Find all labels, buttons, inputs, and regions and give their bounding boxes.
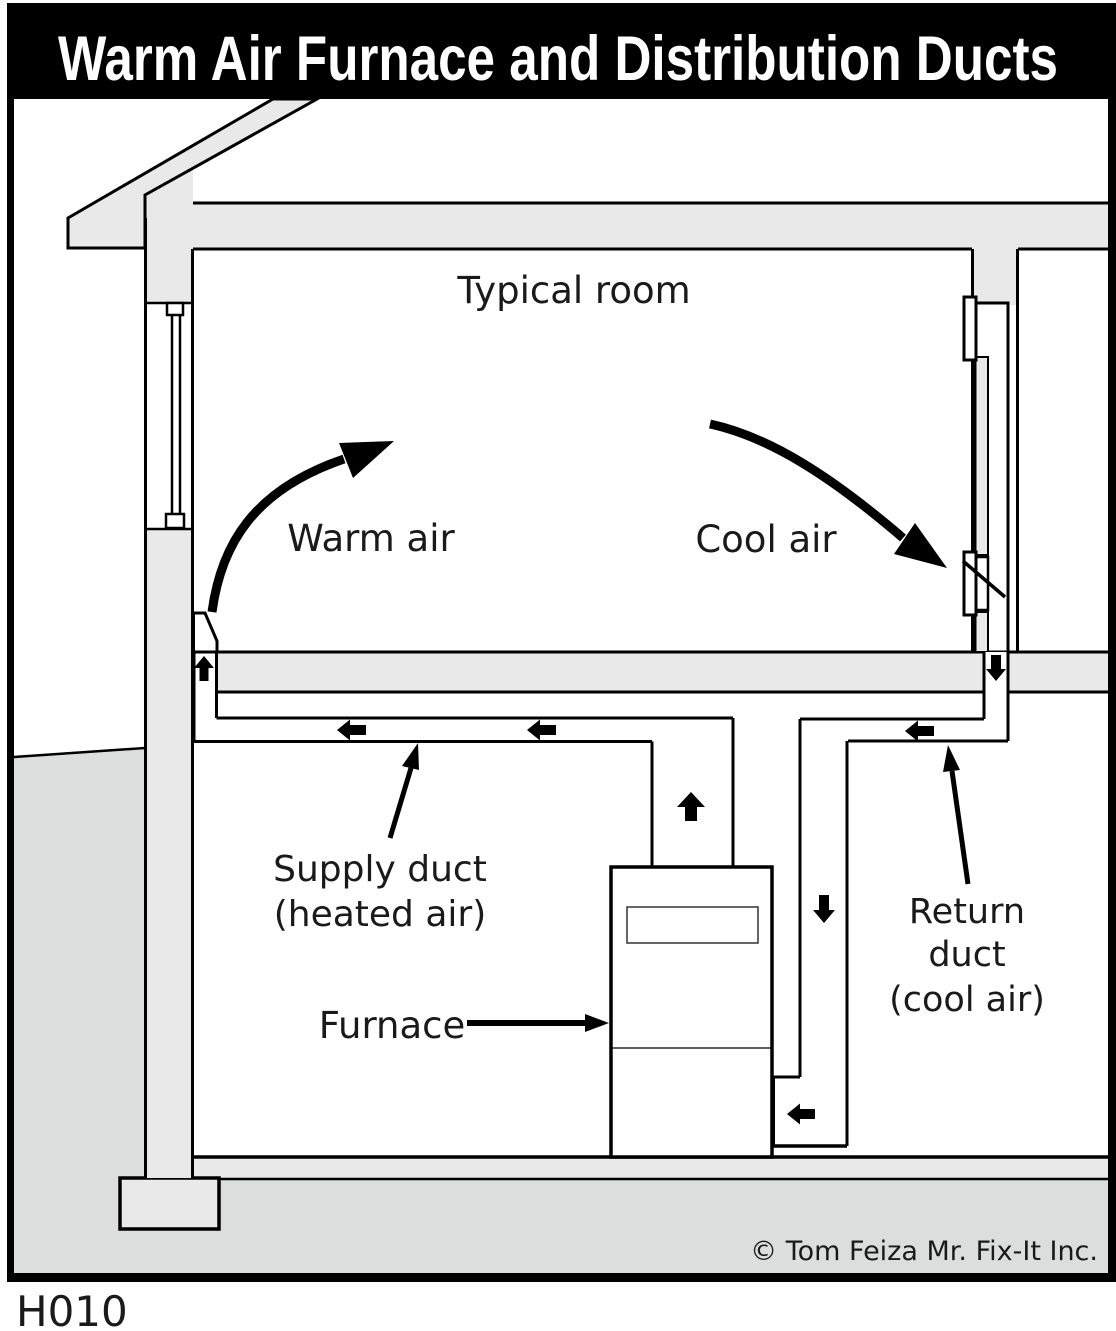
ground-earth [13,746,1108,1273]
diagram-id: H010 [16,1287,128,1331]
return-duct-system [771,652,1010,1148]
label-supply-duct-line1: Supply duct [273,849,487,890]
return-label-arrow [949,770,971,885]
label-furnace: Furnace [319,1004,466,1047]
cool-air-arrowhead [894,523,947,568]
window [145,301,192,531]
label-return-duct-line2: duct [928,935,1005,975]
arrow-up-riser [194,656,214,681]
furnace [609,865,774,1159]
furnace-panel [626,906,759,944]
arrow-left-supply [527,719,556,741]
credit-text: © Tom Feiza Mr. Fix-It Inc. [750,1236,1098,1267]
floor-register [192,611,219,654]
register-deflector [961,559,1007,599]
warm-air-flow-curve [207,454,346,613]
frame-border [7,99,1116,1282]
label-arrows [387,743,971,1032]
label-supply-duct-line2: (heated air) [274,894,487,935]
label-typical-room: Typical room [456,269,690,312]
arrow-left-furnace-inlet [787,1103,815,1125]
window-sill [164,512,186,530]
page-title: Warm Air Furnace and Distribution Ducts [58,24,1058,94]
cool-air-flow-curve [709,419,906,542]
wall-cavity-strip [974,356,989,556]
window-head [165,301,185,317]
warm-air-arrowhead [339,441,394,478]
airflow-arrows [194,419,1006,1125]
arrow-down-wall-duct [986,655,1006,681]
label-cool-air: Cool air [695,518,837,561]
floor-band [193,650,1108,694]
wall-cavity-strip [974,611,989,653]
label-return-duct-line3: (cool air) [889,980,1045,1020]
ceiling-band [147,201,1108,251]
arrow-left-return [905,720,934,742]
title-bar: Warm Air Furnace and Distribution Ducts [7,3,1116,99]
arrow-down-return [813,895,835,923]
label-warm-air: Warm air [287,517,455,560]
foundation-footing [118,1176,221,1231]
supply-duct-system [192,611,735,868]
arrow-left-supply [337,719,366,741]
supply-label-arrow [387,767,414,839]
grade-line [13,746,146,759]
exterior-wall-left [144,168,194,1178]
labels: Typical room Warm air Cool air Supply du… [273,269,1098,1267]
label-return-duct-line1: Return [909,892,1025,932]
return-register-high [962,295,978,362]
interior-wall-return [961,249,1019,654]
basement-slab [192,1155,1108,1181]
arrow-up-plenum [677,792,705,821]
